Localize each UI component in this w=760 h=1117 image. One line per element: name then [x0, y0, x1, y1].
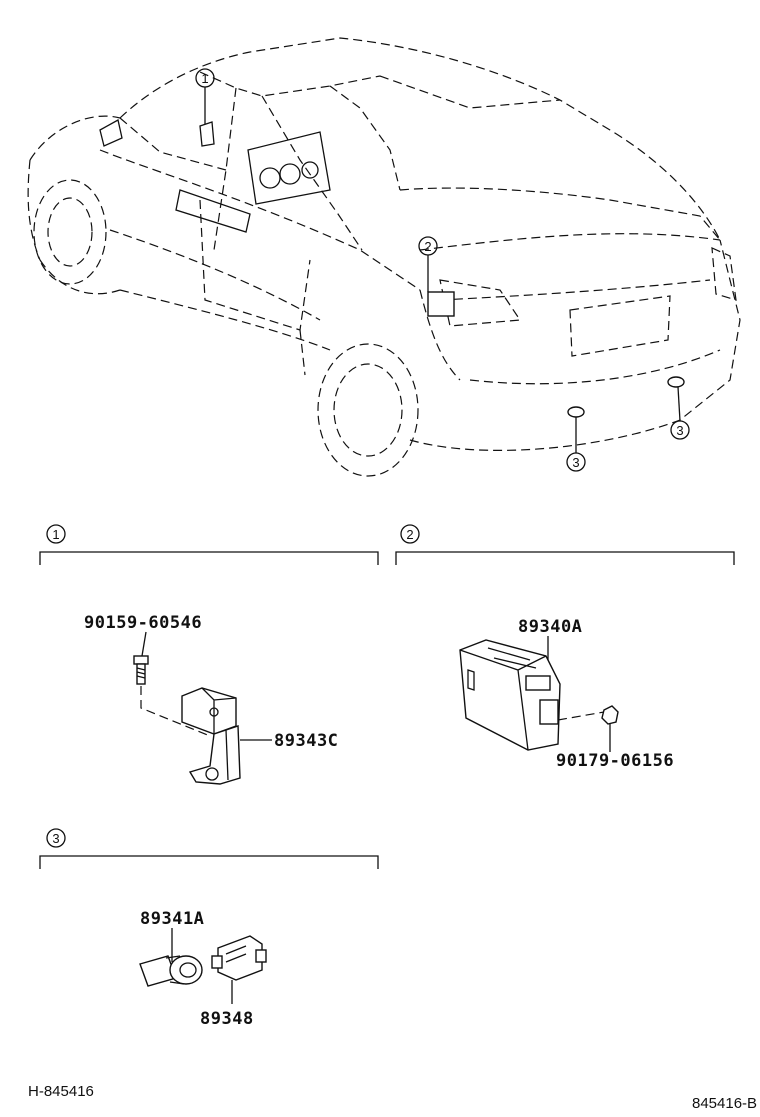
ultrasonic-sensor-icon	[139, 955, 203, 987]
computer-icon	[459, 639, 561, 751]
part-number-nut: 90179-06156	[556, 751, 674, 771]
part-number-computer: 89340A	[518, 617, 582, 637]
bolt-icon	[133, 655, 149, 685]
car-callout-3-right: 3	[670, 386, 690, 440]
part-number-bolt: 90159-60546	[84, 613, 202, 633]
rear-sensor-right-icon	[667, 376, 685, 388]
section-label: 1	[52, 527, 59, 542]
part-number-ultrasonic-sensor: 89341A	[140, 909, 204, 929]
car-callout-1: 1	[195, 68, 215, 124]
section-3-header: 3	[39, 828, 379, 869]
section-1-parts: 90159-60546 89343C	[84, 613, 338, 785]
computer-icon	[427, 291, 455, 317]
callout-label: 3	[676, 423, 683, 438]
rear-sensor-left-icon	[567, 406, 585, 418]
part-number-retainer: 89348	[200, 1009, 254, 1029]
callout-label: 3	[572, 455, 579, 470]
figure-ref-right: 845416-B	[692, 1095, 757, 1112]
car-illustration	[27, 37, 741, 477]
section-label: 2	[406, 527, 413, 542]
section-label: 3	[52, 831, 59, 846]
nut-icon	[601, 705, 619, 725]
part-number-bracket-sensor: 89343C	[274, 731, 338, 751]
car-callout-3-left: 3	[566, 417, 586, 472]
car-callout-2: 2	[418, 236, 438, 292]
callout-label: 1	[201, 71, 208, 86]
section-2-header: 2	[395, 524, 735, 565]
cabin-sensor-icon	[199, 121, 215, 147]
figure-ref-left: H-845416	[28, 1083, 94, 1100]
section-1-header: 1	[39, 524, 379, 565]
retainer-icon	[211, 935, 267, 981]
bracket-sensor-icon	[181, 687, 241, 785]
section-3-parts: 89341A 89348	[139, 909, 267, 1029]
section-2-parts: 89340A 90179-06156	[459, 617, 674, 771]
callout-label: 2	[424, 239, 431, 254]
